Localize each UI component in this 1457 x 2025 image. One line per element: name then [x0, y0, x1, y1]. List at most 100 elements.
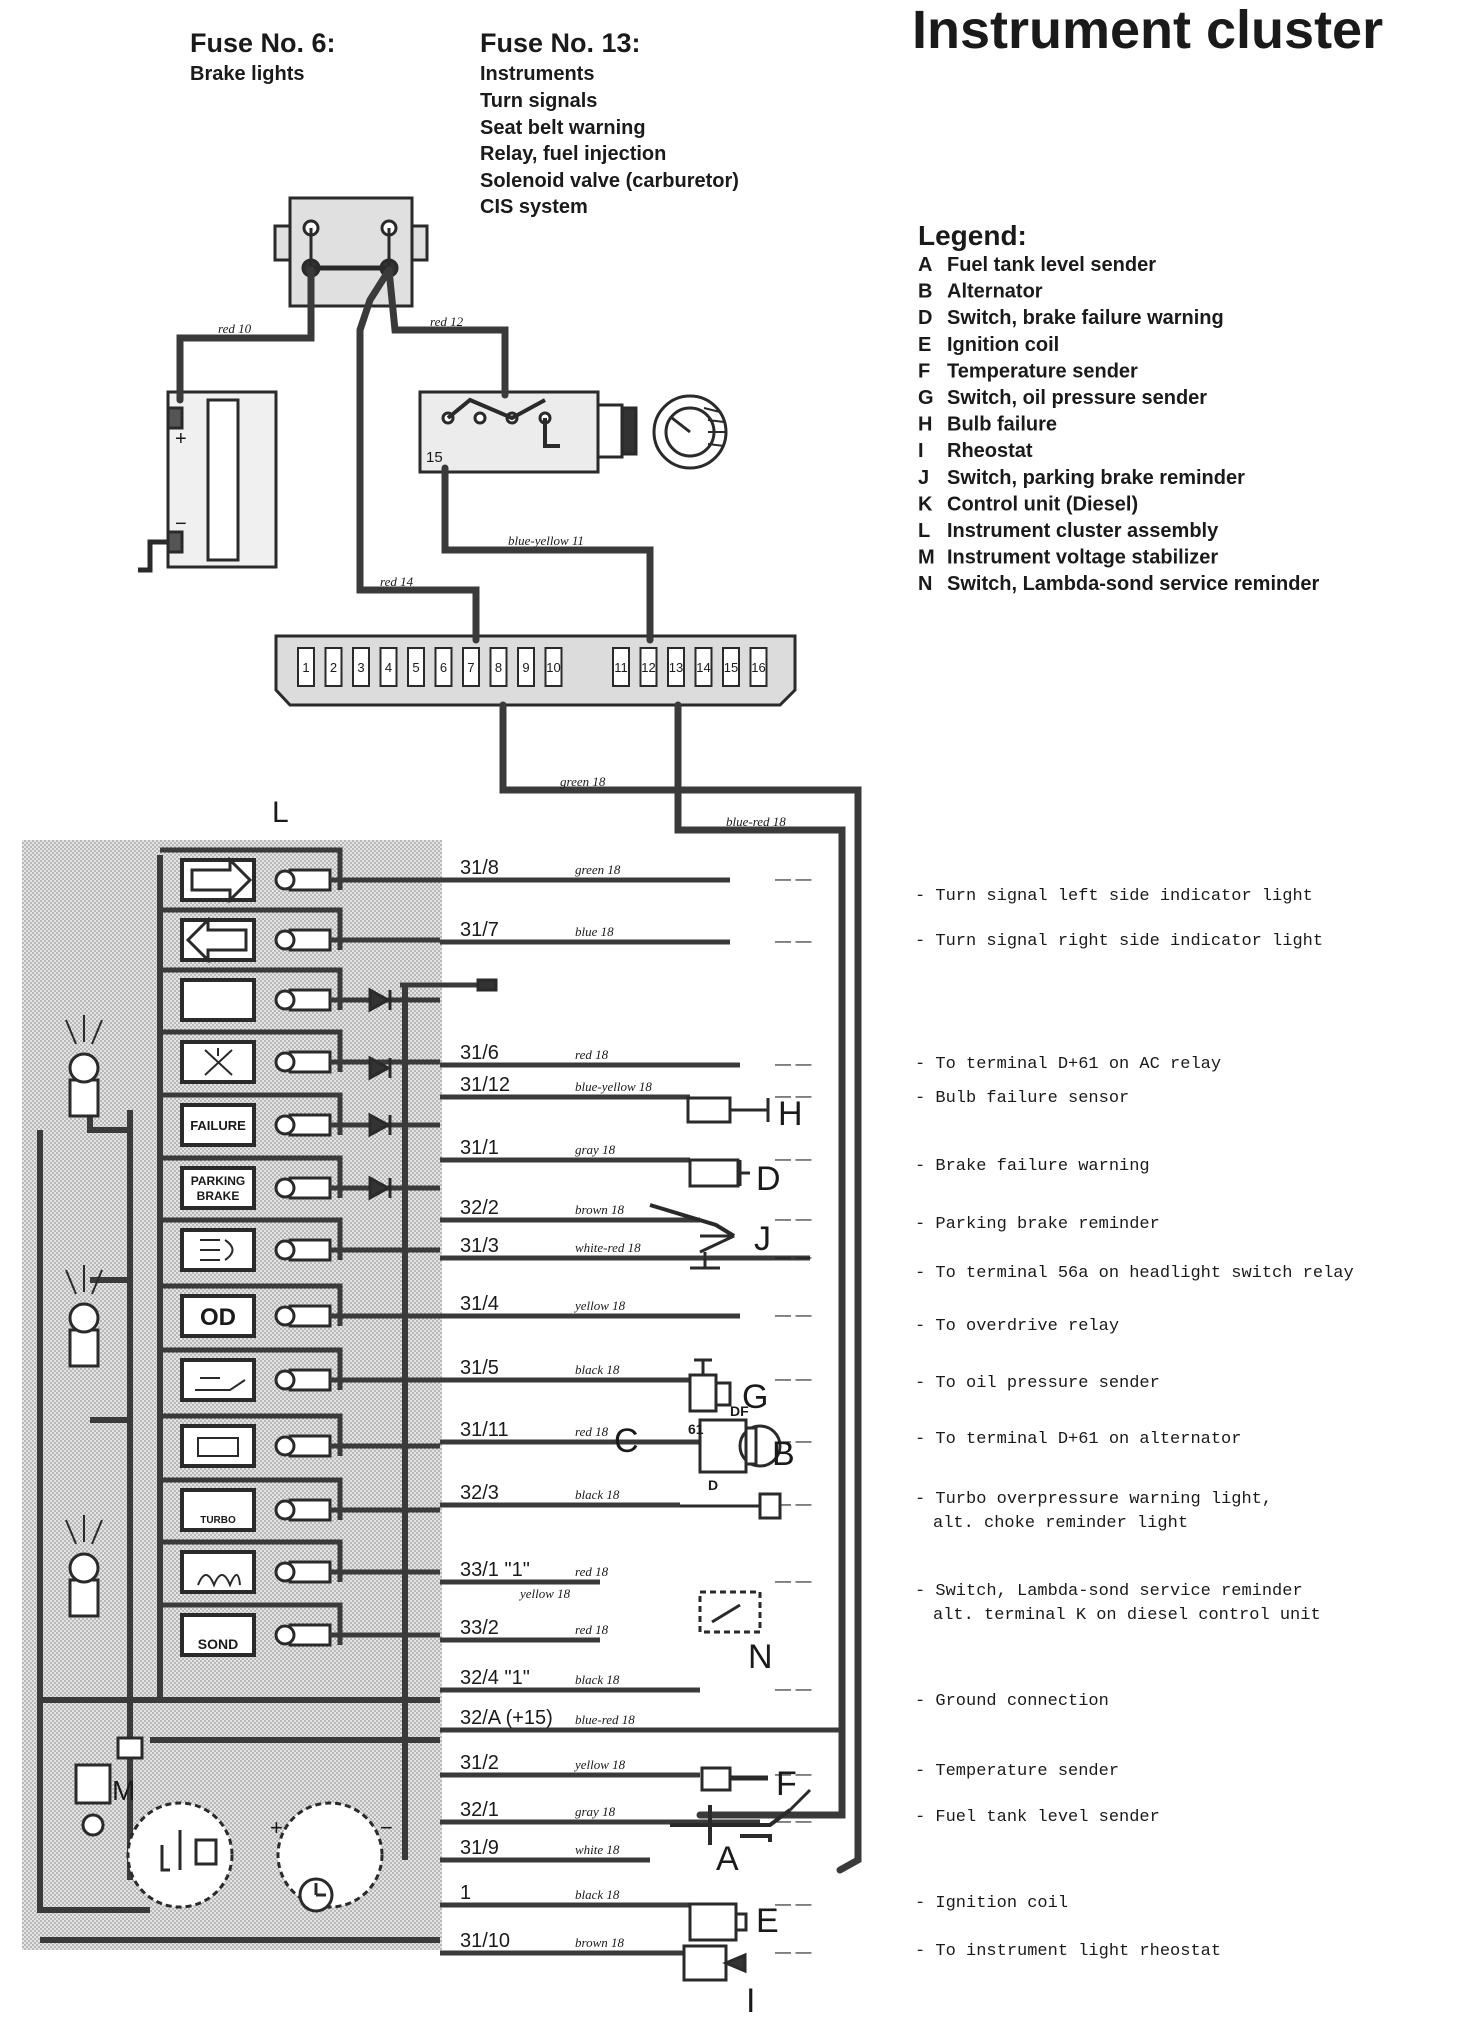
svg-text:— —: — —	[775, 933, 811, 950]
row-description: - Ignition coil	[915, 1894, 1068, 1913]
lambda-switch	[698, 1590, 762, 1634]
letter-B: B	[772, 1435, 795, 1473]
alternator-term-df: DF	[730, 1403, 749, 1419]
row-description: alt. terminal K on diesel control unit	[933, 1606, 1321, 1625]
wire-label: yellow 18	[573, 1298, 626, 1313]
legend-key: D	[918, 307, 932, 329]
fuse-number: 14	[696, 660, 710, 675]
terminal-label: 31/8	[460, 857, 499, 879]
bulb-icon	[65, 1515, 103, 1618]
terminal-label: 31/2	[460, 1752, 499, 1774]
legend-item-text: Instrument voltage stabilizer	[947, 547, 1218, 569]
indicator-oil	[160, 1347, 440, 1402]
battery-icon	[197, 1437, 239, 1457]
svg-text:−: −	[380, 1815, 393, 1840]
legend-key: J	[918, 467, 929, 489]
fuse-13-block: Fuse No. 13: Instruments Turn signals Se…	[480, 28, 739, 218]
wire-label: black 18	[575, 1362, 620, 1377]
indicator-label: PARKING	[191, 1174, 245, 1188]
row-description: - Temperature sender	[915, 1762, 1119, 1781]
row-description: - To instrument light rheostat	[915, 1942, 1221, 1961]
wire-label-green-18: green 18	[560, 774, 606, 789]
bulb-failure-sensor	[686, 1096, 770, 1124]
fuel-tank-sender	[670, 1788, 812, 1845]
wire-label: yellow 18	[518, 1586, 571, 1601]
letter-I: I	[746, 1982, 755, 2020]
wire-label: black 18	[575, 1887, 620, 1902]
indicator-label: TURBO	[200, 1515, 236, 1526]
terminal-label: 32/4 "1"	[460, 1667, 530, 1689]
fuse-6-item: Brake lights	[190, 63, 304, 85]
indicator-battery	[160, 1413, 440, 1468]
seatbelt-icon	[204, 1048, 233, 1076]
legend-item-text: Switch, oil pressure sender	[947, 387, 1207, 409]
temperature-sender	[700, 1766, 768, 1792]
legend-key: H	[918, 414, 932, 436]
legend-item-text: Alternator	[947, 281, 1043, 303]
legend-key: M	[918, 547, 935, 569]
fuse-slot	[639, 647, 658, 687]
svg-text:— —: — —	[775, 1896, 811, 1913]
turbo-switch	[680, 1492, 782, 1520]
letter-M: M	[112, 1775, 135, 1806]
wire-label: white 18	[575, 1842, 620, 1857]
indicator-label: BRAKE	[197, 1189, 240, 1203]
fuse-number: 6	[440, 660, 447, 675]
fuse-slot	[407, 647, 425, 687]
legend-key: F	[918, 360, 930, 382]
page-title: Instrument cluster	[912, 0, 1383, 60]
glow-plug-icon	[197, 1574, 241, 1588]
bulb-icon	[65, 1265, 103, 1368]
fuse-slot	[324, 647, 343, 687]
battery: + −	[138, 390, 278, 573]
svg-text:— —: — —	[775, 1249, 811, 1266]
terminal-label: 31/11	[460, 1419, 509, 1441]
wire-label: red 18	[575, 1047, 609, 1062]
wire-label-blue-yellow-11: blue-yellow 11	[508, 533, 584, 548]
terminal-label: 32/1	[460, 1799, 499, 1821]
letter-D: D	[756, 1160, 781, 1198]
svg-text:— —: — —	[775, 1088, 811, 1105]
indicator-label: FAILURE	[190, 1118, 246, 1133]
terminal-row: 32/A (+15)blue-red 18	[440, 1707, 842, 1733]
svg-text:−: −	[175, 513, 187, 535]
fuse-13-heading: Fuse No. 13:	[480, 28, 641, 58]
row-description: - To terminal D+61 on alternator	[915, 1430, 1241, 1449]
legend-key: I	[918, 440, 924, 462]
terminal-label: 31/6	[460, 1042, 499, 1064]
fuse-slot	[462, 647, 480, 687]
alternator-term-61: 61	[688, 1421, 704, 1437]
headlight-icon	[200, 1239, 234, 1261]
wire-label: blue 18	[575, 924, 614, 939]
fuse-6-heading: Fuse No. 6:	[190, 28, 336, 58]
terminal-label: 32/A (+15)	[460, 1707, 553, 1729]
terminal-label: 31/9	[460, 1837, 499, 1859]
legend-heading: Legend:	[918, 220, 1027, 251]
wire-label: red 18	[575, 1564, 609, 1579]
legend-item-text: Switch, Lambda-sond service reminder	[947, 573, 1320, 595]
component-letters: H D J G C B N F A E I 61 DF D	[614, 1095, 803, 2020]
terminal-label: 1	[460, 1882, 471, 1904]
bulb-icon	[65, 1015, 103, 1118]
fuse-slot	[517, 647, 535, 687]
indicator-label: OD	[200, 1304, 236, 1331]
row-description: - Turn signal left side indicator light	[915, 887, 1313, 906]
ignition-coil	[688, 1902, 748, 1942]
legend-item-text: Rheostat	[947, 440, 1033, 462]
terminal-label: 31/4	[460, 1293, 499, 1315]
fuse-number: 5	[412, 660, 419, 675]
rheostat	[682, 1944, 747, 1982]
svg-text:+: +	[270, 1815, 283, 1840]
fuse-number: 11	[614, 660, 628, 675]
legend-item-text: Ignition coil	[947, 334, 1059, 356]
terminal-label: 31/12	[460, 1074, 510, 1096]
indicator-headlight	[160, 1217, 440, 1272]
